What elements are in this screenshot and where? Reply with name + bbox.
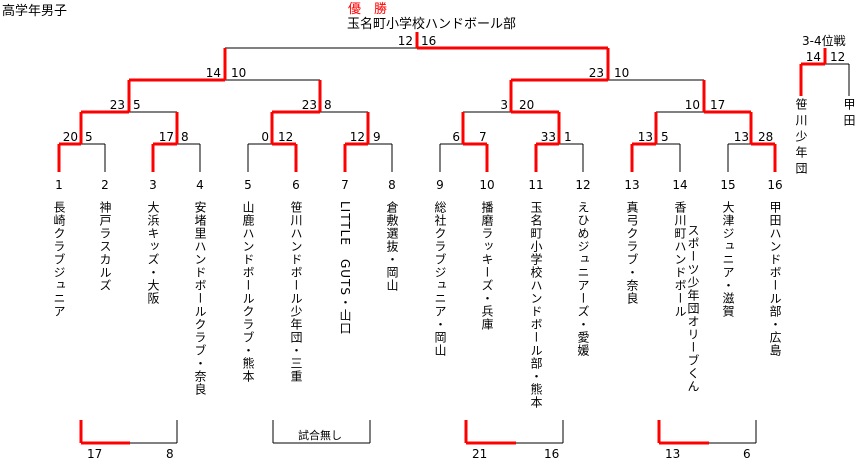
team-number: 15: [720, 178, 736, 192]
third-place-team-right: 甲田: [842, 98, 856, 130]
score: 10: [684, 98, 700, 112]
team-name: 安堵里ハンドボールクラブ・奈良: [193, 201, 207, 396]
consolation-lines: [79, 420, 757, 445]
team-number: 5: [244, 178, 252, 192]
final-score-left: 12: [397, 34, 413, 48]
score: 17: [158, 130, 174, 144]
team-name: 真弓クラブ・奈良: [625, 201, 639, 305]
score: 9: [373, 130, 381, 144]
score: 7: [479, 130, 487, 144]
score: 14: [205, 66, 221, 80]
team-number: 7: [341, 178, 349, 192]
score: 5: [661, 130, 669, 144]
score: 13: [637, 130, 653, 144]
team-name: 総社クラブジュニア・岡山: [433, 201, 447, 357]
team-number: 4: [196, 178, 204, 192]
score: 12: [278, 130, 294, 144]
score: 23: [301, 98, 317, 112]
team-name: 甲田ハンドボール部・広島: [768, 201, 782, 357]
third-place-score-right: 12: [830, 50, 846, 64]
team-name: 香川町ハンドボール: [673, 201, 687, 318]
third-place-team-left: 笹川少年団: [794, 98, 808, 178]
champion-team: 玉名町小学校ハンドボール部: [347, 17, 517, 32]
team-name: LITTLE GUTS・山口: [338, 201, 352, 335]
third-place-lines: [799, 48, 850, 96]
team-number: 2: [101, 178, 109, 192]
team-14-name-line2: スポーツ少年団オリーブくん: [686, 224, 700, 393]
score: 28: [758, 130, 774, 144]
team-name: 山鹿ハンドボールクラブ・熊本: [241, 201, 255, 383]
score: 8: [324, 98, 332, 112]
final-lines: [223, 32, 610, 80]
team-number: 14: [672, 178, 688, 192]
team-name: 笹川ハンドボール少年団・三重: [289, 201, 303, 383]
consolation-score: 13: [665, 447, 681, 461]
team-name: 神戸ラスカルズ: [98, 201, 112, 292]
team-number: 1: [55, 178, 63, 192]
score: 5: [85, 130, 93, 144]
score: 23: [588, 66, 604, 80]
round3-lines: [127, 78, 706, 112]
third-place-label: 3-4位戦: [802, 34, 846, 48]
division-title: 高学年男子: [2, 4, 68, 19]
team-name: 倉敷選抜・岡山: [385, 201, 399, 292]
consolation-score: 21: [472, 447, 488, 461]
consolation-score: 6: [743, 447, 751, 461]
score: 8: [181, 130, 189, 144]
consolation-score: 17: [87, 447, 103, 461]
consolation-score: 8: [166, 447, 174, 461]
final-score-right: 16: [421, 34, 437, 48]
score: 20: [519, 98, 535, 112]
score: 5: [133, 98, 141, 112]
score: 6: [452, 130, 460, 144]
score: 23: [109, 98, 125, 112]
team-number: 13: [624, 178, 640, 192]
score: 20: [62, 130, 78, 144]
team-number: 10: [479, 178, 495, 192]
team-name: えひめジュニアーズ・愛媛: [576, 201, 590, 357]
score: 1: [564, 130, 572, 144]
third-place-score-left: 14: [805, 50, 821, 64]
score: 10: [614, 66, 630, 80]
team-number: 6: [292, 178, 300, 192]
round2-lines: [79, 110, 753, 144]
score: 3: [500, 98, 508, 112]
team-name: 大浜キッズ・大阪: [146, 201, 160, 305]
no-match-note: 試合無し: [298, 429, 342, 442]
team-name: 玉名町小学校ハンドボール部・熊本: [529, 201, 543, 409]
team-number: 11: [528, 178, 544, 192]
score: 17: [710, 98, 726, 112]
score: 33: [540, 130, 556, 144]
team-number: 8: [388, 178, 396, 192]
score: 0: [261, 130, 269, 144]
round1-lines: [57, 142, 777, 172]
team-name: 播磨ラッキーズ・兵庫: [480, 201, 494, 331]
team-number: 12: [575, 178, 591, 192]
consolation-score: 16: [544, 447, 560, 461]
team-number: 16: [767, 178, 783, 192]
score: 10: [231, 66, 247, 80]
team-name: 長崎クラブジュニア: [52, 201, 66, 318]
team-number: 3: [149, 178, 157, 192]
score: 12: [349, 130, 365, 144]
team-name: 大津ジュニア・滋賀: [721, 201, 735, 318]
champion-label: 優 勝: [348, 2, 388, 17]
team-number: 9: [436, 178, 444, 192]
score: 13: [733, 130, 749, 144]
